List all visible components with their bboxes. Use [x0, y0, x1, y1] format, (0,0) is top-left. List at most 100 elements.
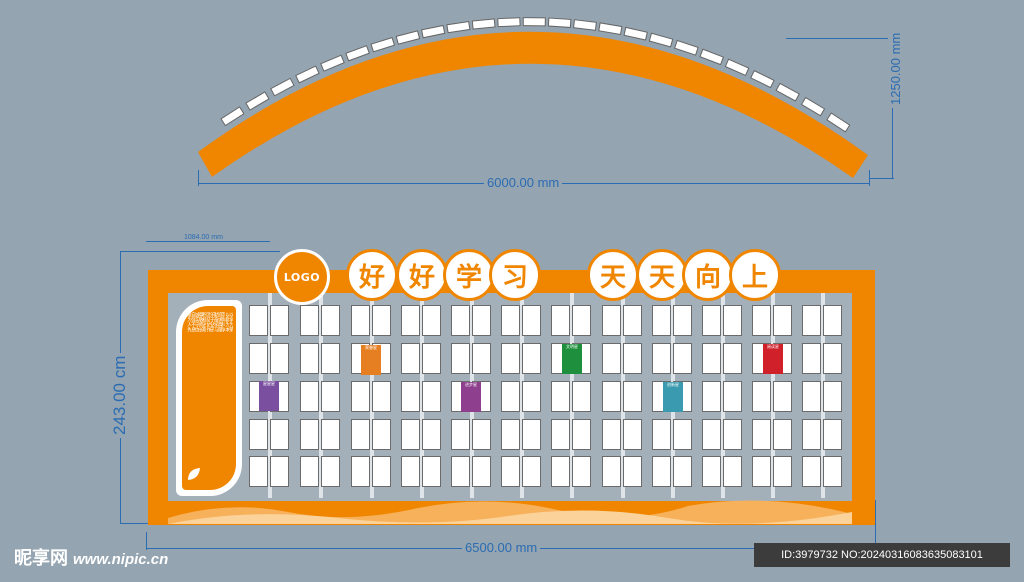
- display-slot: [773, 305, 792, 336]
- display-slot: [422, 456, 441, 487]
- display-slot: [702, 381, 721, 412]
- arch-tile: [750, 69, 775, 89]
- arch-tile: [245, 91, 270, 111]
- arch-height-label: 1250.00 mm: [888, 29, 903, 108]
- award-tag: 阅读星: [763, 344, 783, 374]
- arch-tile: [446, 20, 471, 34]
- display-slot: [451, 456, 470, 487]
- display-slot: [673, 343, 692, 374]
- display-slot: [372, 381, 391, 412]
- arch-height-tick-bottom: [870, 178, 894, 179]
- arch-tile: [370, 36, 396, 53]
- award-tag: 星星星: [259, 381, 279, 411]
- logo-text: LOGO: [283, 270, 321, 284]
- display-slot: [372, 419, 391, 450]
- display-slot: [321, 343, 340, 374]
- display-slot: [773, 419, 792, 450]
- display-slot: [451, 305, 470, 336]
- arch-tile: [522, 17, 546, 27]
- arch-tile: [395, 30, 421, 45]
- display-slot: [551, 305, 570, 336]
- award-tag: 创新星: [663, 382, 683, 412]
- display-slot: [702, 419, 721, 450]
- display-slot: [522, 305, 541, 336]
- arch-tile: [573, 19, 597, 31]
- award-tag: 进步星: [461, 382, 481, 412]
- award-tag: 荣誉星: [361, 345, 381, 375]
- display-slot: [401, 305, 420, 336]
- arch-tiles: [220, 17, 851, 133]
- display-slot: [623, 419, 642, 450]
- side-text-panel: 以学为荣以勤为本崇尚科学追求真理勤奋学习乐于钻研团结协作积极进取尊敬师长诚实守信…: [182, 306, 236, 490]
- display-slot: [602, 305, 621, 336]
- display-slot: [623, 305, 642, 336]
- display-slot: [501, 343, 520, 374]
- arch-width-tick-right: [869, 170, 870, 186]
- display-slot: [501, 456, 520, 487]
- arch-height-dim-line: [892, 38, 893, 178]
- image-id-bar: ID:3979732 NO:20240316083635083101: [754, 543, 1010, 567]
- arch-band: [198, 31, 868, 178]
- display-slot: [602, 343, 621, 374]
- display-slot: [401, 381, 420, 412]
- title-char: 好: [346, 249, 398, 301]
- display-slot: [472, 343, 491, 374]
- site-watermark: 昵享网 www.nipic.cn: [14, 548, 169, 568]
- side-text-column: 乐于钻研: [209, 312, 214, 332]
- arch-tile: [420, 24, 446, 39]
- display-slot: [249, 343, 268, 374]
- display-slot: [422, 305, 441, 336]
- side-text-column: 敢为人先: [186, 312, 192, 332]
- display-slot: [551, 381, 570, 412]
- display-slot: [501, 381, 520, 412]
- display-slot: [623, 456, 642, 487]
- display-slot: [300, 305, 319, 336]
- arch-width-label: 6000.00 mm: [484, 175, 563, 190]
- display-slot: [300, 456, 319, 487]
- display-slot: [249, 305, 268, 336]
- display-slot: [270, 456, 289, 487]
- side-text-column: 崇尚科学: [220, 312, 226, 332]
- display-slot: [723, 456, 742, 487]
- side-text-column: 尊敬师长: [197, 312, 203, 332]
- display-slot: [572, 381, 591, 412]
- title-char: 天: [587, 249, 639, 301]
- display-slot: [401, 456, 420, 487]
- title-char: 好: [396, 249, 448, 301]
- display-slot: [602, 456, 621, 487]
- display-slot: [270, 343, 289, 374]
- display-slot: [652, 343, 671, 374]
- title-char: 天: [636, 249, 688, 301]
- side-text-column: 勤奋学习: [212, 312, 218, 332]
- arch-tile: [699, 48, 725, 66]
- side-text-column: 以勤为本: [224, 312, 230, 332]
- display-slot: [300, 381, 319, 412]
- display-slot: [823, 305, 842, 336]
- display-slot: [351, 381, 370, 412]
- logo-circle: LOGO: [274, 249, 330, 305]
- display-slot: [300, 343, 319, 374]
- panel-width-label: 6500.00 mm: [462, 540, 541, 555]
- arch-tile: [826, 112, 851, 133]
- display-slot: [673, 419, 692, 450]
- display-slot: [270, 419, 289, 450]
- arch-tile: [547, 17, 572, 28]
- display-slot: [501, 305, 520, 336]
- side-text-column: 自强不息: [190, 312, 195, 332]
- display-slot: [572, 305, 591, 336]
- display-slot: [752, 305, 771, 336]
- arch-tile: [471, 18, 496, 30]
- display-slot: [623, 343, 642, 374]
- display-slot: [451, 419, 470, 450]
- display-slot: [249, 419, 268, 450]
- display-slot: [673, 305, 692, 336]
- display-slot: [401, 419, 420, 450]
- display-slot: [673, 456, 692, 487]
- display-slot: [702, 305, 721, 336]
- display-slot: [422, 419, 441, 450]
- display-slot: [823, 419, 842, 450]
- display-slot: [351, 305, 370, 336]
- arch-tile: [270, 77, 295, 97]
- arch-tile: [623, 26, 648, 41]
